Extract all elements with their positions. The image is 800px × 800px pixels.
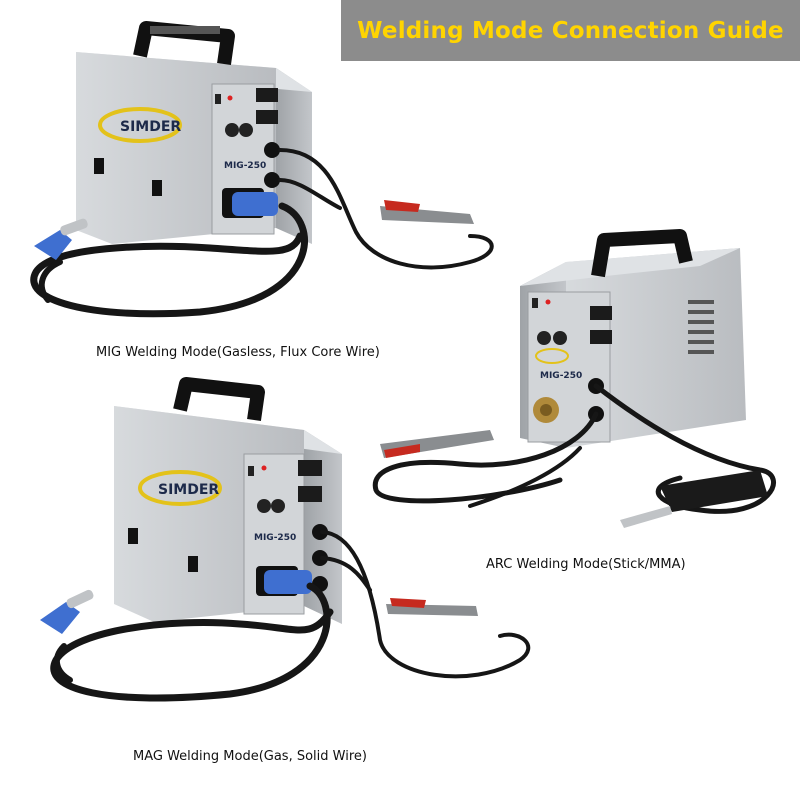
- electrode-cable-arc: [372, 383, 776, 514]
- brand-logo: [535, 348, 569, 364]
- brand-logo: SIMDER: [138, 470, 222, 506]
- model-label: MIG-250: [224, 161, 266, 171]
- mig-torch: [34, 218, 88, 260]
- knob: [225, 123, 239, 137]
- caption-mig-mode: MIG Welding Mode(Gasless, Flux Core Wire…: [96, 345, 380, 360]
- ground-clamp: [380, 200, 474, 224]
- torch-cable-mig: [30, 148, 494, 318]
- ground-clamp: [380, 430, 494, 458]
- svg-text:SIMDER: SIMDER: [158, 482, 219, 498]
- caption-arc-mode: ARC Welding Mode(Stick/MMA): [486, 557, 686, 572]
- svg-text:MIG-250: MIG-250: [540, 371, 582, 381]
- handle: [133, 21, 235, 65]
- mag-torch: [40, 589, 94, 634]
- handle: [591, 229, 693, 278]
- brand-logo: SIMDER: [98, 107, 182, 143]
- power-switch: [215, 94, 221, 104]
- electrode-holder: [620, 470, 768, 528]
- indicator-led: [227, 95, 233, 101]
- knob: [239, 123, 253, 137]
- title-banner: Welding Mode Connection Guide: [341, 0, 800, 61]
- welder-machine-mag: SIMDER MIG-250: [114, 377, 342, 624]
- caption-mag-mode: MAG Welding Mode(Gas, Solid Wire): [133, 749, 367, 764]
- ground-clamp: [386, 598, 478, 616]
- welder-machine-mig: SIMDER MIG-250: [76, 21, 312, 244]
- handle: [173, 377, 265, 421]
- svg-text:SIMDER: SIMDER: [120, 119, 181, 135]
- display-amp: [256, 110, 278, 124]
- svg-text:MIG-250: MIG-250: [254, 533, 296, 543]
- page-title: Welding Mode Connection Guide: [357, 17, 784, 44]
- torch-cable-mag: [50, 530, 531, 702]
- welder-machine-arc: MIG-250: [520, 229, 746, 448]
- display-volt: [256, 88, 278, 102]
